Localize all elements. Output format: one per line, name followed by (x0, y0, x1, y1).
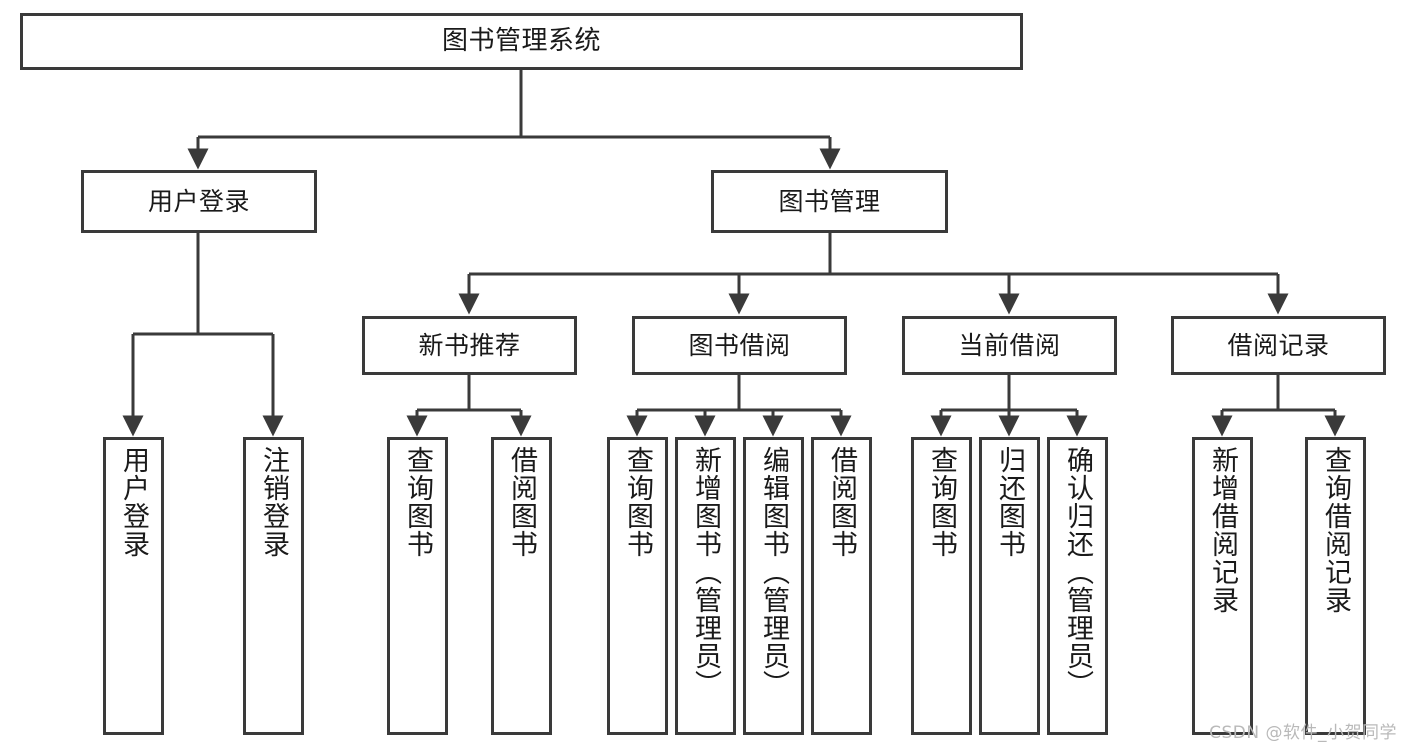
node-borrow-record[interactable]: 借阅记录 (1171, 316, 1386, 375)
csdn-watermark: CSDN @软件_小贺同学 (1209, 723, 1397, 743)
node-book-manage[interactable]: 图书管理 (711, 170, 948, 233)
leaf-borrow-book[interactable]: 借阅图书 (811, 437, 872, 735)
leaf-borrow-book-new-rec[interactable]: 借阅图书 (491, 437, 552, 735)
node-root-system[interactable]: 图书管理系统 (20, 13, 1023, 70)
leaf-edit-book[interactable]: 编辑图书（管理员） (743, 437, 804, 735)
leaf-user-login[interactable]: 用户登录 (103, 437, 164, 735)
leaf-logout-login[interactable]: 注销登录 (243, 437, 304, 735)
node-label: 查询图书 (622, 446, 653, 558)
node-label: 编辑图书（管理员） (758, 446, 789, 698)
leaf-return-book[interactable]: 归还图书 (979, 437, 1040, 735)
leaf-query-book-new-rec[interactable]: 查询图书 (387, 437, 448, 735)
node-label: 注销登录 (258, 446, 289, 558)
leaf-query-book-current[interactable]: 查询图书 (911, 437, 972, 735)
node-label: 新增借阅记录 (1207, 446, 1238, 614)
node-label: 当前借阅 (958, 330, 1061, 360)
node-label: 用户登录 (118, 446, 149, 558)
node-new-book-rec[interactable]: 新书推荐 (362, 316, 577, 375)
leaf-query-borrow-record[interactable]: 查询借阅记录 (1305, 437, 1366, 735)
node-book-borrow[interactable]: 图书借阅 (632, 316, 847, 375)
node-label: 图书管理系统 (441, 26, 601, 57)
node-label: 查询图书 (926, 446, 957, 558)
node-label: 借阅记录 (1227, 330, 1330, 360)
node-label: 新书推荐 (418, 330, 521, 360)
node-label: 归还图书 (994, 446, 1025, 558)
node-label: 借阅图书 (826, 446, 857, 558)
node-label: 图书管理 (778, 186, 881, 216)
node-label: 查询借阅记录 (1320, 446, 1351, 614)
node-label: 用户登录 (147, 186, 250, 216)
node-current-borrow[interactable]: 当前借阅 (902, 316, 1117, 375)
node-user-login[interactable]: 用户登录 (81, 170, 317, 233)
node-label: 借阅图书 (506, 446, 537, 558)
leaf-query-book-borrow[interactable]: 查询图书 (607, 437, 668, 735)
node-label: 查询图书 (402, 446, 433, 558)
leaf-add-borrow-record[interactable]: 新增借阅记录 (1192, 437, 1253, 735)
leaf-add-book[interactable]: 新增图书（管理员） (675, 437, 736, 735)
leaf-confirm-return[interactable]: 确认归还（管理员） (1047, 437, 1108, 735)
node-label: 图书借阅 (688, 330, 791, 360)
node-label: 新增图书（管理员） (690, 446, 721, 698)
node-label: 确认归还（管理员） (1062, 446, 1093, 698)
